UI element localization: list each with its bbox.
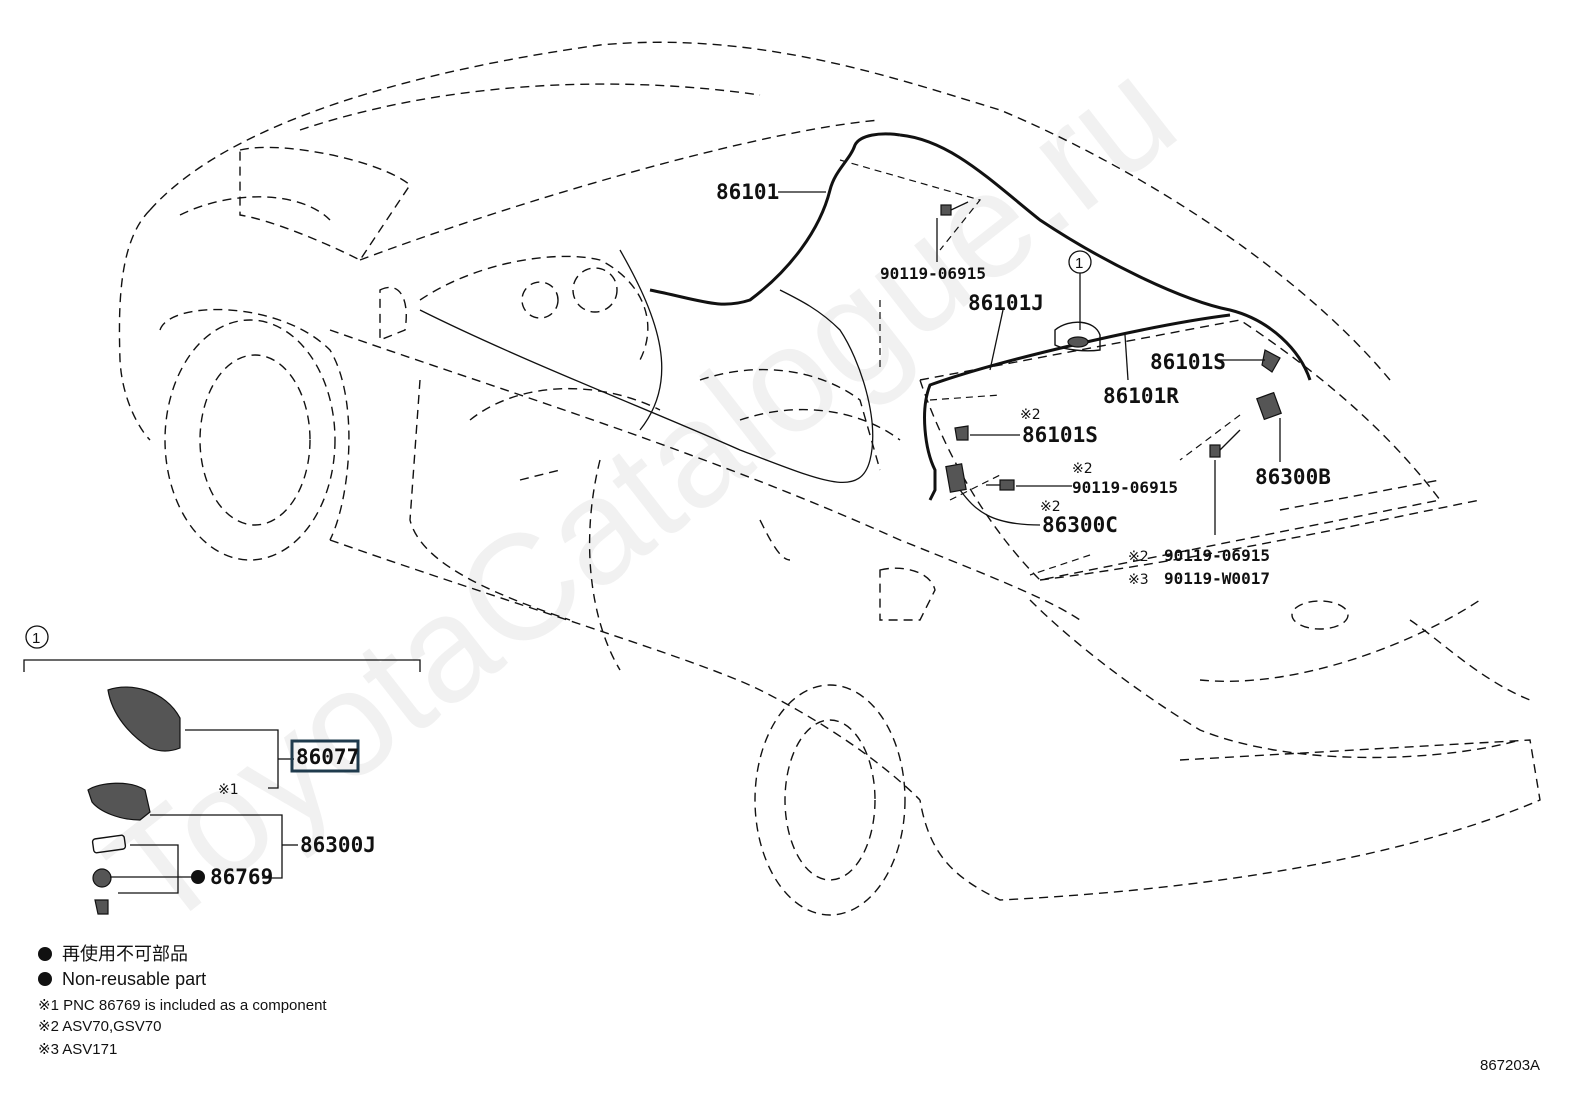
callout-86101s-left: 86101S (1022, 423, 1098, 447)
bolt-90119-bottom (1209, 429, 1241, 458)
parts-on-car (940, 201, 1282, 493)
antenna-cover-icon (107, 686, 181, 752)
callout-86769: 86769 (210, 865, 273, 889)
roof-antenna-part (1054, 321, 1101, 352)
leader-lines (839, 159, 1241, 576)
callout-86101r: 86101R (1103, 384, 1179, 408)
callout-90119-06915-bottom: 90119-06915 (1164, 546, 1270, 565)
callout-90119-w0017: 90119-W0017 (1164, 569, 1270, 588)
callout-90119-06915-mid: 90119-06915 (1072, 478, 1178, 497)
mark-note1-inset: ※1 (218, 782, 239, 798)
bolt-90119-mid (986, 479, 1015, 491)
mark-note2-d: ※2 (1128, 549, 1149, 565)
amplifier-86300c (945, 463, 967, 493)
gasket-icon (91, 834, 127, 854)
legend-en: Non-reusable part (62, 969, 206, 989)
mark-note2-c: ※2 (1040, 499, 1061, 515)
mark-note3: ※3 (1128, 572, 1149, 588)
roof-ref-number: 1 (1075, 255, 1083, 272)
mark-note2-b: ※2 (1072, 461, 1093, 477)
callout-86101j: 86101J (968, 291, 1044, 315)
inset-ref-number: 1 (32, 630, 40, 647)
antenna-base-icon (87, 782, 151, 821)
figure-id: 867203A (1480, 1057, 1540, 1074)
mark-note2-a: ※2 (1020, 407, 1041, 423)
legend: 再使用不可部品 Non-reusable part ※1 PNC 86769 i… (38, 944, 327, 1058)
clamp-86101s-left (954, 425, 969, 441)
legend-dot-en (38, 972, 52, 986)
non-reusable-dot (191, 870, 205, 884)
inset-detail: 1 86077 ※1 86300J 86769 (23, 625, 421, 915)
antenna-cable-harness (419, 132, 1312, 501)
car-outline (118, 41, 1541, 916)
legend-dot-jp (38, 947, 52, 961)
roof-ref-circle (1068, 250, 1092, 274)
legend-jp: 再使用不可部品 (62, 944, 188, 964)
nut-icon (92, 868, 112, 888)
legend-note3: ※3 ASV171 (38, 1041, 117, 1058)
clamp-86101s-right (1261, 349, 1281, 373)
highlight-86077 (290, 739, 360, 773)
callout-86300j: 86300J (300, 833, 376, 857)
callout-86101s-right: 86101S (1150, 350, 1226, 374)
bolt-90119-top (940, 201, 969, 216)
amplifier-86300b (1256, 391, 1282, 421)
callout-90119-06915-top: 90119-06915 (880, 264, 986, 283)
legend-note2: ※2 ASV70,GSV70 (38, 1018, 161, 1035)
callout-86077: 86077 (296, 745, 359, 769)
callout-86300c: 86300C (1042, 513, 1118, 537)
watermark: ToyotaCatalogue.ru (76, 27, 1205, 960)
callout-leaders (778, 191, 1281, 535)
callout-86300b: 86300B (1255, 465, 1331, 489)
legend-note1: ※1 PNC 86769 is included as a component (38, 997, 327, 1014)
clip-icon (94, 899, 109, 915)
callout-86101: 86101 (716, 180, 779, 204)
